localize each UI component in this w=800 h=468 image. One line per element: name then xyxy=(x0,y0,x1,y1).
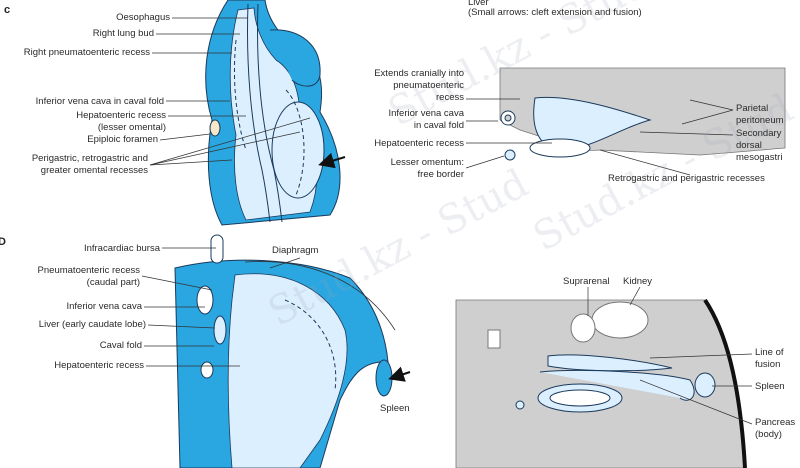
label-section-hepatoenteric: Hepatoenteric recess xyxy=(374,138,464,149)
label-right-lung-bud: Right lung bud xyxy=(92,28,154,39)
label-section-caval-fold: in caval fold xyxy=(413,120,464,131)
label-right-pneumatoenteric-recess: Right pneumatoenteric recess xyxy=(23,47,150,58)
label-mesogastri: mesogastri xyxy=(736,152,783,163)
label-caval-fold: Caval fold xyxy=(99,340,142,351)
label-hepatoenteric-recess: Hepatoenteric recess xyxy=(76,110,166,121)
label-extends-recess: recess xyxy=(436,92,464,103)
label-fusion: fusion xyxy=(755,359,781,370)
panel-d-transverse xyxy=(455,286,753,468)
label-pancreas: Pancreas xyxy=(755,417,796,428)
label-d-spleen: Spleen xyxy=(380,403,410,414)
panel-c-sagittal xyxy=(149,0,346,226)
label-ivc-caval-fold: Inferior vena cava in caval fold xyxy=(35,96,164,107)
label-arrows-note: (Small arrows: cleft extension and fusio… xyxy=(468,7,642,18)
label-infracardiac-bursa: Infracardiac bursa xyxy=(83,243,160,254)
label-caudal-part: (caudal part) xyxy=(86,277,140,288)
label-perigastric-2: greater omental recesses xyxy=(40,165,148,176)
panel-d-sagittal xyxy=(141,234,411,468)
label-inferior-vena-cava: Inferior vena cava xyxy=(66,301,142,312)
panel-letter-d: D xyxy=(0,236,6,248)
label-pneumatoenteric-recess: Pneumatoenteric recess xyxy=(37,265,140,276)
label-peritoneum: peritoneum xyxy=(736,115,784,126)
label-liver-caudate: Liver (early caudate lobe) xyxy=(38,319,146,330)
label-d-hepatoenteric: Hepatoenteric recess xyxy=(54,360,144,371)
label-extends-pneumatoenteric: pneumatoenteric xyxy=(393,80,464,91)
label-line-of: Line of xyxy=(755,347,784,358)
panel-letter-c: c xyxy=(4,4,11,16)
label-kidney: Kidney xyxy=(623,276,653,287)
label-suprarenal: Suprarenal xyxy=(563,276,610,287)
label-oesophagus: Oesophagus xyxy=(116,12,170,23)
label-epiploic-foramen: Epiploic foramen xyxy=(87,134,158,145)
label-lesser-omentum: Lesser omentum: xyxy=(390,157,464,168)
label-extends-cranially: Extends cranially into xyxy=(374,68,464,79)
label-free-border: free border xyxy=(417,169,464,180)
panel-c-transverse xyxy=(465,67,786,176)
label-diaphragm: Diaphragm xyxy=(272,245,319,256)
label-liver: Liver xyxy=(468,0,489,8)
label-dorsal: dorsal xyxy=(736,140,762,151)
label-perigastric-1: Perigastric, retrogastric and xyxy=(31,153,148,164)
label-secondary: Secondary xyxy=(736,128,782,139)
label-pancreas-body: (body) xyxy=(755,429,782,440)
label-retrogastric-perigastric: Retrogastric and perigastric recesses xyxy=(608,173,765,184)
label-section-ivc: Inferior vena cava xyxy=(388,108,464,119)
label-lesser-omental: (lesser omental) xyxy=(97,122,166,133)
label-parietal: Parietal xyxy=(736,103,769,114)
label-section-spleen: Spleen xyxy=(755,381,785,392)
